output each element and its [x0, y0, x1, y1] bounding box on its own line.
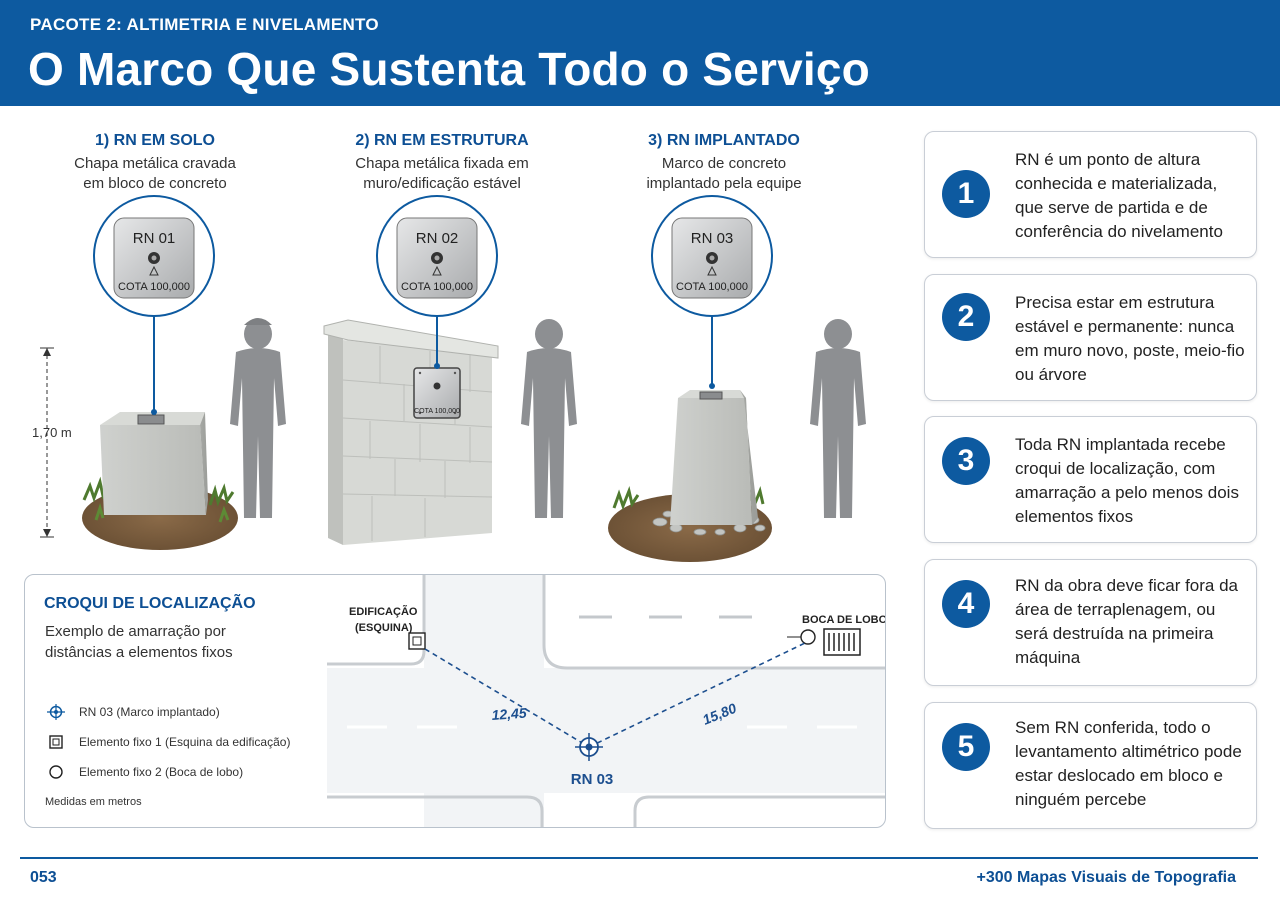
legend-item-drain: Elemento fixo 2 (Boca de lobo): [45, 764, 243, 780]
info-card-3: 3 Toda RN implantada recebe croqui de lo…: [924, 416, 1257, 543]
croqui-box: CROQUI DE LOCALIZAÇÃO Exemplo de amarraç…: [24, 574, 886, 828]
plate-2-value: COTA 100,000: [401, 281, 473, 293]
legend-item-rn: RN 03 (Marco implantado): [45, 704, 220, 720]
panel-1-title: 1) RN EM SOLO: [94, 132, 215, 149]
wall-plate-value: COTA 100,000: [414, 408, 460, 415]
panel-3-illustration: [608, 195, 866, 562]
square-icon: [49, 735, 63, 749]
rn-03-label: RN 03: [571, 771, 614, 788]
plate-3-value: COTA 100,000: [676, 281, 748, 293]
card-5-text: Sem RN conferida, todo o levantamento al…: [1015, 718, 1242, 809]
info-card-4: 4 RN da obra deve ficar fora da área de …: [924, 559, 1257, 686]
plate-1-value: COTA 100,000: [118, 281, 190, 293]
card-1-number: 1: [942, 170, 990, 218]
panel-2-title: 2) RN EM ESTRUTURA: [355, 132, 529, 149]
croqui-desc: Exemplo de amarração por distâncias a el…: [45, 623, 233, 661]
rn-03-crosshair-icon: [575, 733, 603, 761]
person-silhouette-3: [810, 319, 866, 518]
card-3-number: 3: [942, 437, 990, 485]
circle-icon: [49, 765, 63, 779]
legend-item-building: Elemento fixo 1 (Esquina da edificação): [45, 734, 290, 750]
info-card-2: 2 Precisa estar em estrutura estável e p…: [924, 274, 1257, 401]
card-3-text: Toda RN implantada recebe croqui de loca…: [1015, 435, 1239, 526]
card-2-text: Precisa estar em estrutura estável e per…: [1015, 293, 1245, 384]
person-silhouette-1: [230, 318, 286, 518]
height-marker-label: 1,70 m: [32, 425, 72, 440]
footer-brand: +300 Mapas Visuais de Topografia: [976, 869, 1236, 886]
card-2-number: 2: [942, 293, 990, 341]
footer-divider: [20, 857, 1258, 859]
info-card-5: 5 Sem RN conferida, todo o levantamento …: [924, 702, 1257, 829]
panel-2-illustration: [323, 195, 577, 545]
croqui-map: EDIFICAÇÃO (ESQUINA) BOCA DE LOBO RN 03 …: [327, 575, 886, 827]
header-kicker: PACOTE 2: ALTIMETRIA E NIVELAMENTO: [30, 15, 379, 34]
crosshair-icon: [47, 704, 65, 720]
panel-3-heading: 3) RN IMPLANTADO Marco de concreto impla…: [609, 132, 839, 194]
building-label-1: EDIFICAÇÃO: [349, 605, 418, 618]
drain-label: BOCA DE LOBO: [802, 614, 886, 626]
panel-2-heading: 2) RN EM ESTRUTURA Chapa metálica fixada…: [327, 132, 557, 194]
panel-1-illustration: [40, 195, 286, 550]
card-4-text: RN da obra deve ficar fora da área de te…: [1015, 576, 1239, 667]
panel-3-desc: Marco de concreto implantado pela equipe: [646, 155, 802, 192]
plate-2-label: RN 02: [416, 230, 459, 247]
distance-1-label: 12,45: [491, 705, 527, 723]
plate-3-label: RN 03: [691, 230, 734, 247]
croqui-title: CROQUI DE LOCALIZAÇÃO: [44, 595, 256, 612]
page-number: 053: [30, 869, 57, 886]
page-title: O Marco Que Sustenta Todo o Serviço: [28, 43, 870, 95]
card-1-text: RN é um ponto de altura conhecida e mate…: [1015, 150, 1223, 241]
header-banner: PACOTE 2: ALTIMETRIA E NIVELAMENTO O Mar…: [0, 0, 1280, 106]
panel-1-desc: Chapa metálica cravada em bloco de concr…: [74, 155, 236, 192]
croqui-note: Medidas em metros: [45, 796, 142, 808]
plate-1-label: RN 01: [133, 230, 176, 247]
panel-3-title: 3) RN IMPLANTADO: [648, 132, 800, 149]
card-5-number: 5: [942, 723, 990, 771]
panel-2-desc: Chapa metálica fixada em muro/edificação…: [355, 155, 529, 192]
info-card-1: 1 RN é um ponto de altura conhecida e ma…: [924, 131, 1257, 258]
panel-1-heading: 1) RN EM SOLO Chapa metálica cravada em …: [40, 132, 270, 194]
card-4-number: 4: [942, 580, 990, 628]
building-label-2: (ESQUINA): [355, 622, 413, 634]
rn-illustrations: RN 01 COTA 100,000 RN 02 COTA 100,000 CO…: [32, 195, 866, 562]
person-silhouette-2: [521, 319, 577, 518]
